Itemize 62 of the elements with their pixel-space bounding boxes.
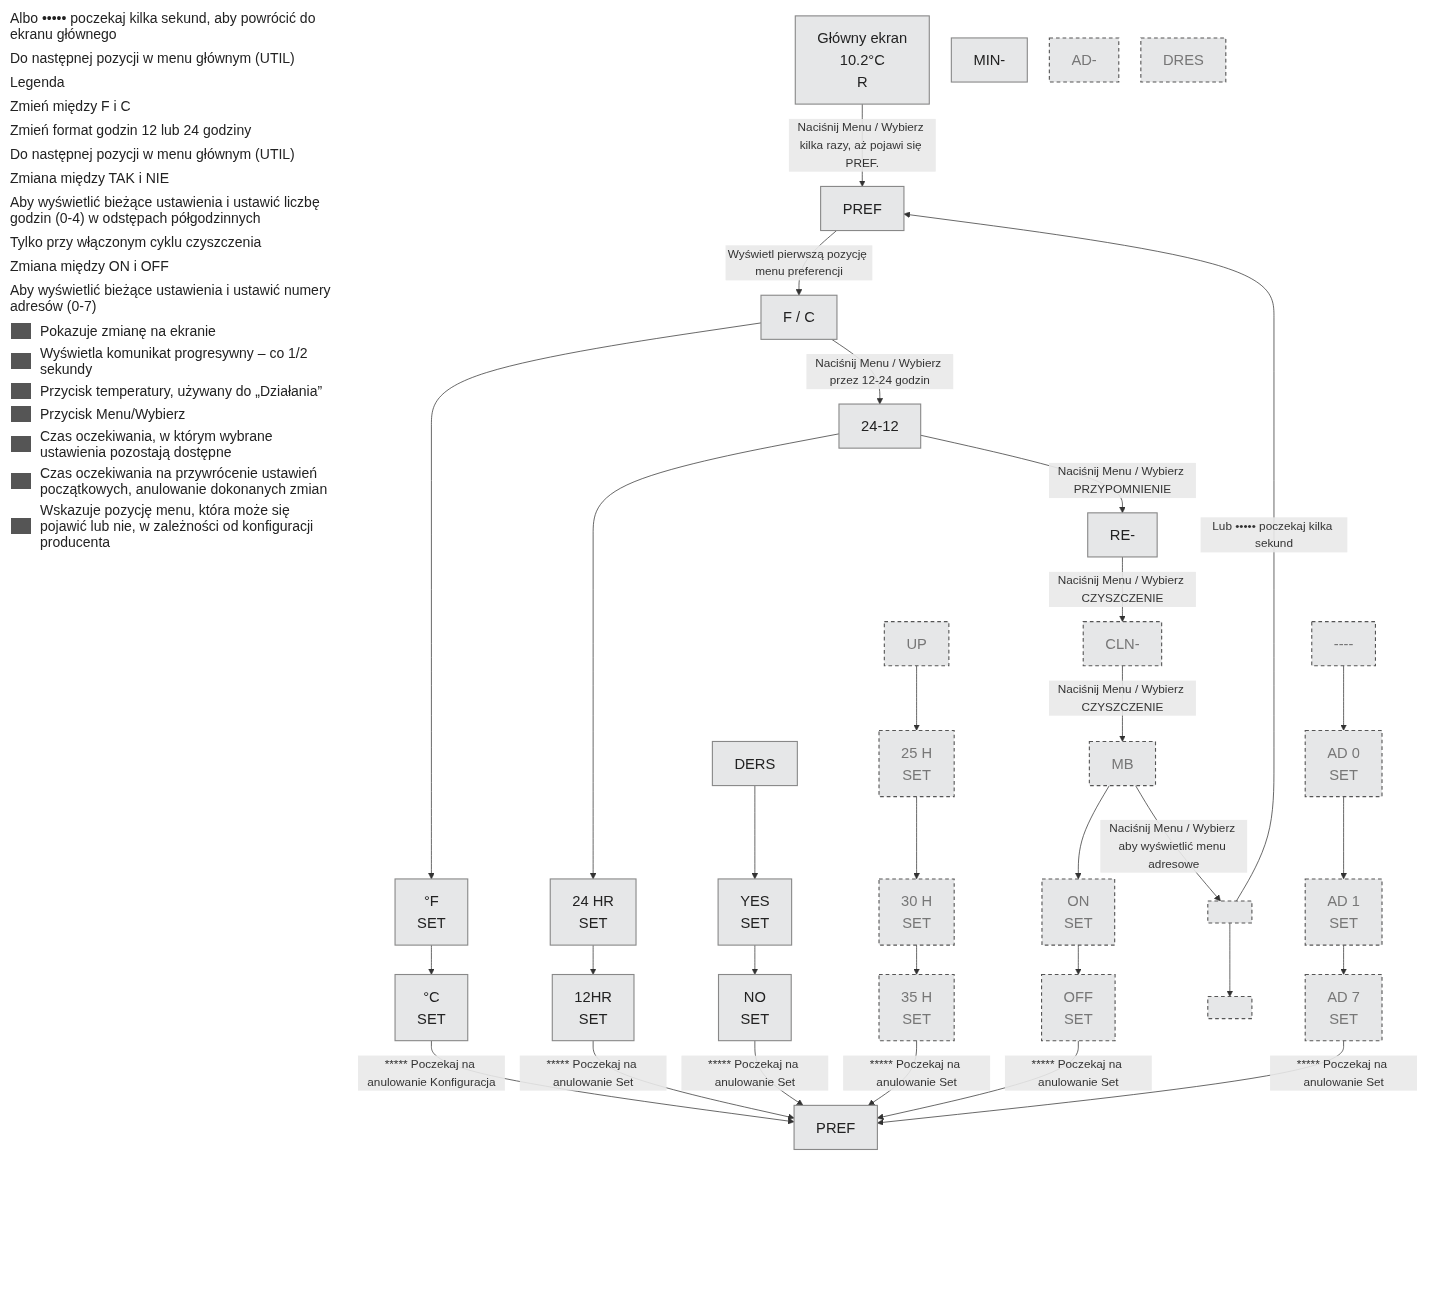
legend-text: Wskazuje pozycję menu, która może się pojawić lub nie, w zależności od konfiguracji producenta bbox=[40, 502, 315, 550]
node-box: PREF bbox=[820, 185, 905, 232]
legend-text: Przycisk Menu/Wybierz bbox=[40, 406, 186, 422]
note-text: Zmień format godzin 12 lub 24 godziny bbox=[10, 122, 253, 138]
node-box bbox=[1207, 996, 1253, 1020]
legend-text: Czas oczekiwania na przywrócenie ustawień początkowych, anulowanie dokonanych zmian bbox=[40, 465, 329, 497]
note-text: Aby wyświetlić bieżące ustawienia i ustawić liczbę godzin (0-4) w odstępach półgodzinnych bbox=[10, 194, 321, 226]
edge-label: ***** Poczekaj na anulowanie Set bbox=[1296, 1057, 1388, 1088]
node-box: UP bbox=[883, 621, 950, 667]
legend-text: Wyświetla komunikat progresywny – co 1/2 sekundy bbox=[40, 345, 309, 377]
node-box: F / C bbox=[760, 294, 838, 340]
node-box: AD- bbox=[1048, 37, 1120, 83]
node-box: °F SET bbox=[394, 878, 469, 946]
note-text: Do następnej pozycji w menu głównym (UTIL) bbox=[10, 146, 296, 162]
edge-label: Naciśnij Menu / Wybierz przez 12-24 godzin bbox=[815, 356, 942, 387]
node-box: MIN- bbox=[950, 37, 1028, 83]
node-box: DRES bbox=[1140, 37, 1227, 83]
edge-label: Wyświetl pierwszą pozycję menu preferencji bbox=[727, 247, 867, 278]
node-box: 24-12 bbox=[838, 403, 922, 449]
node-box: Główny ekran 10.2°C R bbox=[794, 15, 930, 105]
node-box: RE- bbox=[1087, 512, 1158, 558]
node-box: MB bbox=[1088, 740, 1157, 787]
node-box: 12HR SET bbox=[551, 973, 635, 1042]
node-box: AD 0 SET bbox=[1304, 729, 1383, 798]
node-box: DERS bbox=[711, 740, 798, 787]
note-text: Do następnej pozycji w menu głównym (UTIL) bbox=[10, 50, 296, 66]
node-box: OFF SET bbox=[1041, 973, 1116, 1042]
note-text: Zmiana między TAK i NIE bbox=[10, 170, 170, 186]
note-text: Albo ••••• poczekaj kilka sekund, aby powrócić do ekranu głównego bbox=[10, 10, 317, 42]
node-box: 25 H SET bbox=[878, 729, 955, 798]
note-text: Zmiana między ON i OFF bbox=[10, 258, 170, 274]
edge-label: Naciśnij Menu / Wybierz aby wyświetlić menu adresowe bbox=[1109, 822, 1236, 870]
node-box: 35 H SET bbox=[878, 973, 955, 1042]
legend-text: Przycisk temperatury, używany do „Działania” bbox=[40, 383, 323, 399]
node-box: AD 1 SET bbox=[1304, 878, 1383, 946]
node-box: NO SET bbox=[717, 973, 792, 1042]
legend-text: Czas oczekiwania, w którym wybrane ustawienia pozostają dostępne bbox=[40, 428, 274, 460]
edge-label: Naciśnij Menu / Wybierz CZYSZCZENIE bbox=[1057, 682, 1184, 713]
note-text: Zmień między F i C bbox=[10, 98, 132, 114]
note-text: Legenda bbox=[10, 74, 66, 90]
node-box: PREF bbox=[793, 1104, 878, 1151]
note-text: Aby wyświetlić bieżące ustawienia i ustawić numery adresów (0-7) bbox=[10, 282, 332, 314]
node-box: AD 7 SET bbox=[1304, 973, 1383, 1042]
note-text: Tylko przy włączonym cyklu czyszczenia bbox=[10, 234, 263, 250]
node-box: ---- bbox=[1311, 621, 1376, 667]
edge-label: ***** Poczekaj na anulowanie Set bbox=[869, 1057, 961, 1088]
edge-label: Naciśnij Menu / Wybierz kilka razy, aż pojawi się PREF. bbox=[797, 121, 924, 169]
legend-text: Pokazuje zmianę na ekranie bbox=[40, 323, 216, 339]
node-box: YES SET bbox=[717, 878, 793, 946]
edge-label: Naciśnij Menu / Wybierz PRZYPOMNIENIE bbox=[1057, 465, 1184, 496]
node-box: 24 HR SET bbox=[549, 878, 637, 946]
edge-label: ***** Poczekaj na anulowanie Set bbox=[546, 1057, 637, 1088]
edge-label: ***** Poczekaj na anulowanie Set bbox=[708, 1057, 799, 1088]
node-box: 30 H SET bbox=[878, 878, 955, 946]
edge-label: Lub ••••• poczekaj kilka sekund bbox=[1212, 519, 1333, 550]
node-box bbox=[1207, 900, 1253, 924]
node-box: ON SET bbox=[1041, 878, 1116, 946]
edge-label: Naciśnij Menu / Wybierz CZYSZCZENIE bbox=[1057, 573, 1184, 604]
edge-label: ***** Poczekaj na anulowanie Konfiguracja bbox=[367, 1057, 496, 1088]
node-box: °C SET bbox=[394, 973, 469, 1042]
node-box: CLN- bbox=[1082, 621, 1163, 667]
edge-label: ***** Poczekaj na anulowanie Set bbox=[1031, 1057, 1122, 1088]
